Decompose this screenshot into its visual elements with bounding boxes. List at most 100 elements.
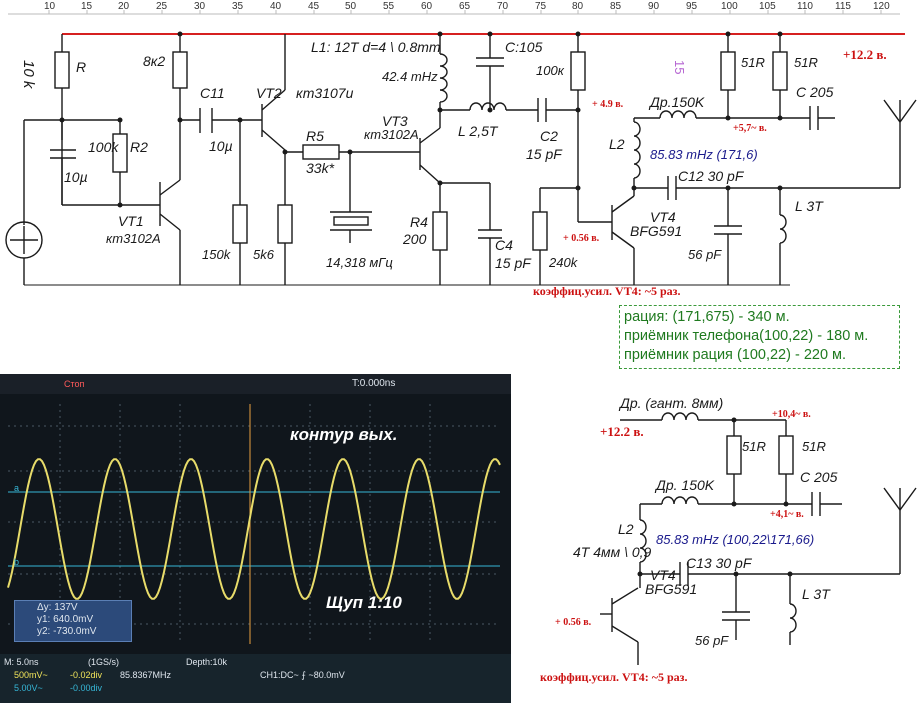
- c-10u-label: 10µ: [64, 169, 88, 185]
- vt4-type: BFG591: [630, 223, 683, 239]
- range-note: приёмник телефона(100,22) - 180 м.: [624, 328, 869, 344]
- mark-15: 15: [672, 60, 687, 75]
- ruler-tick: 60: [421, 1, 433, 12]
- r-5k6-label: 5k6: [253, 247, 274, 262]
- r5-label: R5: [306, 128, 324, 144]
- delta-y: Δy: 137V: [37, 602, 78, 613]
- supply-voltage: +12.2 в.: [843, 47, 887, 62]
- voltage-0-56-2: + 0.56 в.: [555, 617, 592, 628]
- cursor-y2: y2: -730.0mV: [37, 626, 97, 637]
- vt1-label: VT1: [118, 213, 144, 229]
- voltage-10-4: +10,4~ в.: [772, 409, 811, 420]
- ruler-tick: 100: [721, 1, 738, 12]
- cursor-y1: y1: 640.0mV: [37, 614, 94, 625]
- r2-value: 100k: [88, 139, 119, 155]
- trigger-setting: CH1:DC~ ⨍ ~80.0mV: [260, 670, 345, 680]
- range-note: рация: (171,675) - 340 м.: [624, 309, 790, 325]
- c205-label-2: C 205: [800, 469, 838, 485]
- ruler-tick: 90: [648, 1, 660, 12]
- ruler-tick: 20: [118, 1, 130, 12]
- timebase: M: 5.0ns: [4, 657, 39, 667]
- ch2-offset: -0.00div: [70, 683, 103, 693]
- trigger-time: T:0.000ns: [352, 378, 396, 389]
- ruler-tick: 15: [81, 1, 93, 12]
- ruler-tick: 65: [459, 1, 471, 12]
- r-value-label: 10 k: [20, 60, 37, 89]
- probe-label: Щуп 1:10: [326, 593, 402, 612]
- ruler-tick: 45: [308, 1, 320, 12]
- ruler-tick: 110: [797, 1, 813, 12]
- vt4-type-2: BFG591: [645, 581, 698, 597]
- c-56pf-label: 56 pF: [688, 247, 722, 262]
- l2-frequency-2: 85.83 mHz (100,22\171,66): [656, 532, 815, 547]
- ruler-tick: 85: [610, 1, 622, 12]
- ruler-tick: 55: [383, 1, 395, 12]
- r2-label: R2: [130, 139, 148, 155]
- l-3t-label: L 3T: [795, 198, 823, 214]
- ruler-tick: 120: [873, 1, 890, 12]
- cursor-a-marker: a: [14, 483, 20, 493]
- scope-caption: контур вых.: [290, 425, 398, 444]
- vt2-label: VT2: [256, 85, 282, 101]
- ruler-tick: 95: [686, 1, 698, 12]
- r-8k2-label: 8к2: [143, 53, 166, 69]
- ruler-tick: 40: [270, 1, 282, 12]
- ruler-tick: 30: [194, 1, 206, 12]
- memory-depth: Depth:10k: [186, 657, 228, 667]
- ruler-tick: 80: [572, 1, 584, 12]
- range-note: приёмник рация (100,22) - 220 м.: [624, 347, 847, 363]
- ruler-tick: 70: [497, 1, 509, 12]
- c11-label: C11: [200, 85, 225, 101]
- l2-label: L2: [609, 136, 625, 152]
- c2-value: 15 pF: [526, 146, 562, 162]
- voltage-4-1: +4,1~ в.: [770, 509, 804, 520]
- ch2-scale: 5.00V~: [14, 683, 43, 693]
- c-56pf-label-2: 56 pF: [695, 633, 729, 648]
- c13-label: C13 30 pF: [686, 555, 752, 571]
- oscilloscope-screen: Стоп T:0.000ns a b контур вых. Щуп 1:10 …: [0, 374, 511, 703]
- ch1-offset: -0.02div: [70, 670, 103, 680]
- vt3-label: VT3: [382, 113, 408, 129]
- dr-gant-label: Др. (гант. 8мм): [620, 395, 724, 411]
- cursor-readout-panel: Δy: 137V y1: 640.0mV y2: -730.0mV: [14, 600, 132, 642]
- ruler-tick: 105: [759, 1, 776, 12]
- r4-value: 200: [403, 231, 427, 247]
- measured-frequency: 85.8367MHz: [120, 670, 172, 680]
- sample-rate: (1GS/s): [88, 657, 120, 667]
- l2-label-2: L2: [618, 521, 634, 537]
- vt3-type: кт3102А: [364, 127, 419, 142]
- ch1-scale: 500mV~: [14, 670, 48, 680]
- scope-top-bar: [0, 374, 511, 394]
- vt2-type: кт3107u: [296, 85, 354, 101]
- l-2-5t-label: L 2,5T: [458, 123, 498, 139]
- scope-status-bar: M: 5.0ns (1GS/s) Depth:10k 500mV~ -0.02d…: [0, 654, 511, 703]
- ruler-tick: 50: [345, 1, 357, 12]
- vt4-label-2: VT4: [650, 567, 676, 583]
- r-label: R: [76, 59, 87, 75]
- r-100k-top: 100к: [536, 63, 564, 78]
- run-stop-indicator: Стоп: [64, 379, 85, 389]
- ruler-tick: 35: [232, 1, 244, 12]
- r5-value: 33k*: [306, 160, 335, 176]
- r-240k-label: 240k: [549, 255, 578, 270]
- dr150k-label-2: Др. 150K: [656, 477, 715, 493]
- c205-label: C 205: [796, 84, 834, 100]
- r-51r-b: 51R: [794, 55, 818, 70]
- ruler-tick: 10: [44, 1, 56, 12]
- voltage-4-9: + 4.9 в.: [592, 99, 624, 110]
- r4-label: R4: [410, 214, 428, 230]
- supply-voltage-2: +12.2 в.: [600, 424, 644, 439]
- voltage-5-7: +5,7~ в.: [733, 123, 767, 134]
- range-notes-box: [619, 305, 900, 369]
- vt4-label: VT4: [650, 209, 676, 225]
- l1-freq: 42.4 mHz: [382, 69, 438, 84]
- cursor-b-marker: b: [14, 557, 20, 567]
- c4-value: 15 pF: [495, 255, 531, 271]
- ruler-tick: 115: [835, 1, 851, 12]
- c4-label: C4: [495, 237, 513, 253]
- c105-label: C:105: [505, 39, 543, 55]
- ruler-tick: 75: [535, 1, 547, 12]
- r-150k-label: 150k: [202, 247, 231, 262]
